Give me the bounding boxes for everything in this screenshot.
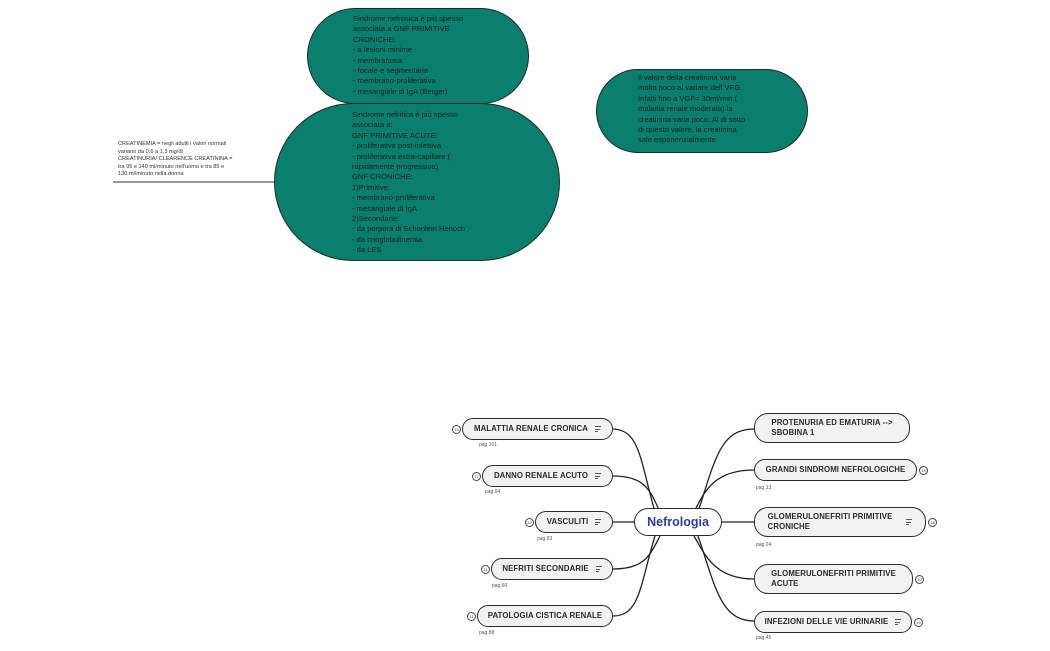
page-ref: pag.83 — [537, 536, 553, 542]
subtopic-count-badge[interactable]: 19 — [914, 618, 923, 627]
nefrotica-note-blob[interactable] — [307, 8, 529, 104]
branch-line-right-5 — [697, 535, 755, 622]
notes-icon[interactable] — [595, 472, 602, 480]
subtopic-count-badge[interactable]: 15 — [452, 425, 461, 434]
topic-label: MALATTIA RENALE CRONICA — [473, 424, 589, 433]
nefritica-note-text: Sindrome nefritica è più spesso associat… — [352, 110, 466, 255]
central-topic[interactable]: Nefrologia — [634, 508, 722, 536]
notes-icon[interactable] — [895, 618, 902, 626]
topic-label: INFEZIONI DELLE VIE URINARIE — [764, 617, 889, 626]
branch-line-left-5 — [612, 535, 656, 617]
topic-patologia-cistica-renale[interactable]: PATOLOGIA CISTICA RENALE — [477, 605, 613, 627]
page-ref: pag.94 — [485, 489, 501, 495]
topic-label: NEFRITI SECONDARIE — [502, 564, 589, 573]
page-ref: pag.24 — [756, 542, 772, 548]
subtopic-count-badge[interactable]: 17 — [472, 472, 481, 481]
branch-line-left-2 — [612, 475, 661, 513]
topic-infezioni-vie-urinarie[interactable]: INFEZIONI DELLE VIE URINARIE — [754, 611, 912, 633]
topic-vasculiti[interactable]: VASCULITI — [535, 511, 613, 533]
notes-icon[interactable] — [595, 425, 602, 433]
topic-malattia-renale-cronica[interactable]: MALATTIA RENALE CRONICA — [462, 418, 613, 440]
branch-line-right-2 — [693, 469, 755, 513]
branch-line-left-1 — [612, 428, 656, 513]
topic-label: GRANDI SINDROMI NEFROLOGICHE — [765, 465, 906, 474]
notes-icon[interactable] — [595, 565, 602, 573]
creatinina-note-blob[interactable] — [596, 69, 808, 153]
topic-grandi-sindromi-nefrologiche[interactable]: GRANDI SINDROMI NEFROLOGICHE — [754, 459, 917, 481]
topic-label: VASCULITI — [546, 517, 589, 526]
subtopic-count-badge[interactable]: 11 — [467, 612, 476, 621]
topic-danno-renale-acuto[interactable]: DANNO RENALE ACUTO — [482, 465, 613, 487]
topic-label: GLOMERULONEFRITI PRIMITIVE CRONICHE — [767, 512, 893, 531]
subtopic-count-badge[interactable]: 11 — [481, 565, 490, 574]
page-ref: pag.101 — [479, 442, 498, 448]
topic-protenuria-ematuria[interactable]: PROTENURIA ED EMATURIA --> SBOBINA 1 — [754, 413, 910, 443]
page-ref: pag.45 — [756, 635, 772, 641]
notes-icon[interactable] — [595, 518, 602, 526]
page-ref: pag.88 — [479, 630, 495, 636]
topic-label: PATOLOGIA CISTICA RENALE — [487, 611, 603, 620]
creatinina-note-text: Il valore della creatinina varia molto p… — [638, 73, 746, 145]
subtopic-count-badge[interactable]: 13 — [919, 466, 928, 475]
topic-nefriti-secondarie[interactable]: NEFRITI SECONDARIE — [491, 558, 613, 580]
branch-line-right-4 — [693, 535, 755, 580]
branch-line-left-4 — [612, 535, 661, 570]
topic-gnf-primitive-acute[interactable]: GLOMERULONEFRITI PRIMITIVE ACUTE — [754, 564, 913, 594]
notes-icon[interactable] — [906, 518, 913, 526]
subtopic-count-badge[interactable]: 10 — [915, 575, 924, 584]
page-ref: pag.60 — [492, 583, 508, 589]
topic-label: DANNO RENALE ACUTO — [493, 471, 589, 480]
topic-gnf-primitive-croniche[interactable]: GLOMERULONEFRITI PRIMITIVE CRONICHE — [754, 507, 926, 537]
subtopic-count-badge[interactable]: 18 — [928, 518, 937, 527]
nefritica-note-blob[interactable] — [274, 103, 560, 261]
page-ref: pag.13 — [756, 485, 772, 491]
creatinemia-note: CREATINEMIA = negli adulti i valori norm… — [118, 141, 233, 178]
nefrotica-note-text: Sindrome nefrosica è più spesso associat… — [353, 14, 464, 96]
subtopic-count-badge[interactable]: 22 — [525, 518, 534, 527]
topic-label: GLOMERULONEFRITI PRIMITIVE ACUTE — [771, 569, 896, 588]
topic-label: PROTENURIA ED EMATURIA --> SBOBINA 1 — [771, 418, 893, 437]
